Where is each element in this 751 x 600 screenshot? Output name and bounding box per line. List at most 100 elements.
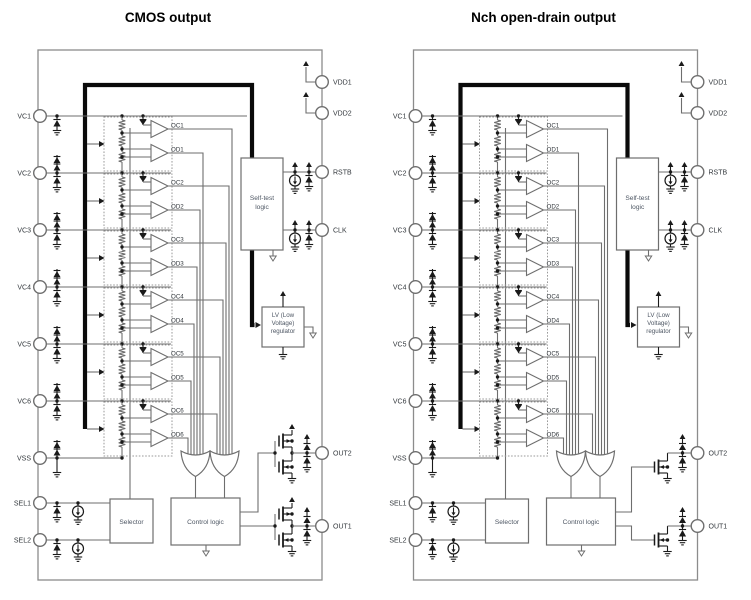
chip-boundary — [412, 49, 699, 581]
ground-symbol — [428, 414, 437, 421]
comparator-output-label-od2: OD2 — [547, 204, 560, 211]
open-down-arrow-icon — [201, 550, 211, 557]
open-down-arrow-icon — [684, 332, 693, 339]
pin-label-out2: OUT2 — [333, 450, 352, 457]
esd-diode-to-ground — [428, 503, 437, 523]
pin-circle — [33, 451, 48, 466]
output-driver — [240, 424, 322, 513]
pin-vc6: VC6 — [393, 394, 423, 409]
channel-block-outline — [103, 230, 173, 286]
ground-symbol — [666, 188, 675, 194]
esd-diode-stack — [429, 383, 436, 401]
comparator-output-label-od3: OD3 — [547, 261, 560, 268]
pin-circle — [408, 165, 423, 180]
cmos-output-diagram: CMOS outputOC1OD1OC2OD2OC3OD3OC4OD4OC5OD… — [14, 10, 352, 581]
ground-symbol — [663, 477, 672, 484]
pin-label-rstb: RSTB — [709, 169, 728, 176]
pin-label-vdd2: VDD2 — [333, 110, 352, 117]
junction-dot — [120, 432, 124, 436]
junction-dot — [495, 131, 500, 135]
esd-diode-stack — [429, 155, 436, 173]
control-logic-label: Control logic — [187, 519, 224, 526]
ground-symbol — [428, 243, 437, 250]
comparator-output-label-oc6: OC6 — [171, 408, 184, 415]
output-driver — [240, 497, 322, 557]
lv-regulator-label-line1: LV (Low — [272, 312, 295, 319]
esd-diode-to-ground — [428, 401, 437, 421]
pin-vdd1: VDD1 — [690, 74, 727, 89]
junction-dot — [120, 302, 124, 306]
comparator-oc-symbol — [150, 347, 170, 367]
junction-dot — [290, 439, 294, 443]
junction-dot — [120, 318, 124, 322]
pin-label-sel1: SEL1 — [14, 500, 31, 507]
pin-label-vc1: VC1 — [17, 113, 31, 120]
pin-circle — [315, 519, 330, 534]
junction-dot — [495, 440, 500, 444]
junction-dot — [495, 245, 500, 249]
esd-diode-to-ground — [302, 453, 312, 473]
comparator-od-symbol — [525, 371, 545, 391]
nmos-transistor — [278, 532, 294, 548]
diagram-title: CMOS output — [125, 10, 212, 25]
junction-dot — [495, 155, 500, 159]
comparator-oc-symbol — [525, 119, 545, 139]
comparator-output-label-oc1: OC1 — [547, 123, 560, 130]
comparator-oc-symbol — [150, 176, 170, 196]
pin-vc5: VC5 — [17, 337, 48, 352]
junction-dot — [495, 432, 500, 436]
junction-dot — [120, 359, 124, 363]
lv-regulator-label-line2: Voltage) — [272, 320, 295, 327]
comparator-output-label-od6: OD6 — [547, 432, 560, 439]
pin-rstb: RSTB — [690, 164, 728, 179]
channel-block-outline — [479, 344, 548, 400]
open-drain-output-stage — [615, 434, 698, 557]
comparator-output-label-oc5: OC5 — [171, 351, 184, 358]
ground-symbol — [52, 516, 62, 523]
open-down-arrow-icon — [577, 550, 586, 557]
junction-dot — [680, 524, 685, 528]
esd-diode-stack — [429, 440, 436, 458]
ground-symbol — [52, 553, 62, 560]
pin-vc4: VC4 — [17, 280, 48, 295]
junction-dot — [120, 261, 124, 265]
pin-label-vss: VSS — [17, 455, 31, 462]
esd-diode-to-ground — [428, 344, 437, 364]
cmos-schematic: CMOS outputOC1OD1OC2OD2OC3OD3OC4OD4OC5OD… — [14, 10, 352, 581]
pin-sel1: SEL1 — [389, 496, 423, 511]
nmos-transistor — [278, 459, 294, 475]
current-source-to-ground — [664, 230, 677, 252]
pin-vdd2: VDD2 — [315, 105, 352, 120]
junction-dot — [495, 147, 500, 151]
channel-block-outline — [479, 116, 548, 172]
selector-label: Selector — [119, 519, 144, 526]
ground-symbol — [428, 516, 437, 523]
pin-label-vdd2: VDD2 — [709, 110, 728, 117]
pin-circle — [33, 222, 48, 237]
junction-dot — [665, 538, 670, 542]
junction-dot — [120, 131, 124, 135]
junction-dot — [120, 155, 124, 159]
ground-symbol — [52, 414, 62, 421]
pin-label-vc4: VC4 — [393, 284, 407, 291]
comparator-output-label-oc4: OC4 — [171, 294, 184, 301]
comparator-oc-symbol — [525, 176, 545, 196]
comparator-output-label-od5: OD5 — [547, 375, 560, 382]
junction-dot — [120, 204, 124, 208]
junction-dot — [290, 512, 294, 516]
esd-diode-stack — [53, 383, 61, 401]
control-logic-block: Control logic — [545, 497, 617, 557]
pin-label-sel2: SEL2 — [389, 537, 406, 544]
esd-diode-to-ground — [678, 526, 687, 546]
esd-diode-stack — [53, 212, 61, 230]
ground-symbol — [654, 353, 663, 360]
pin-vc5: VC5 — [393, 337, 423, 352]
nmos-transistor — [653, 459, 670, 475]
pin-vdd2: VDD2 — [690, 105, 728, 120]
cmos-output-stage — [240, 424, 322, 557]
